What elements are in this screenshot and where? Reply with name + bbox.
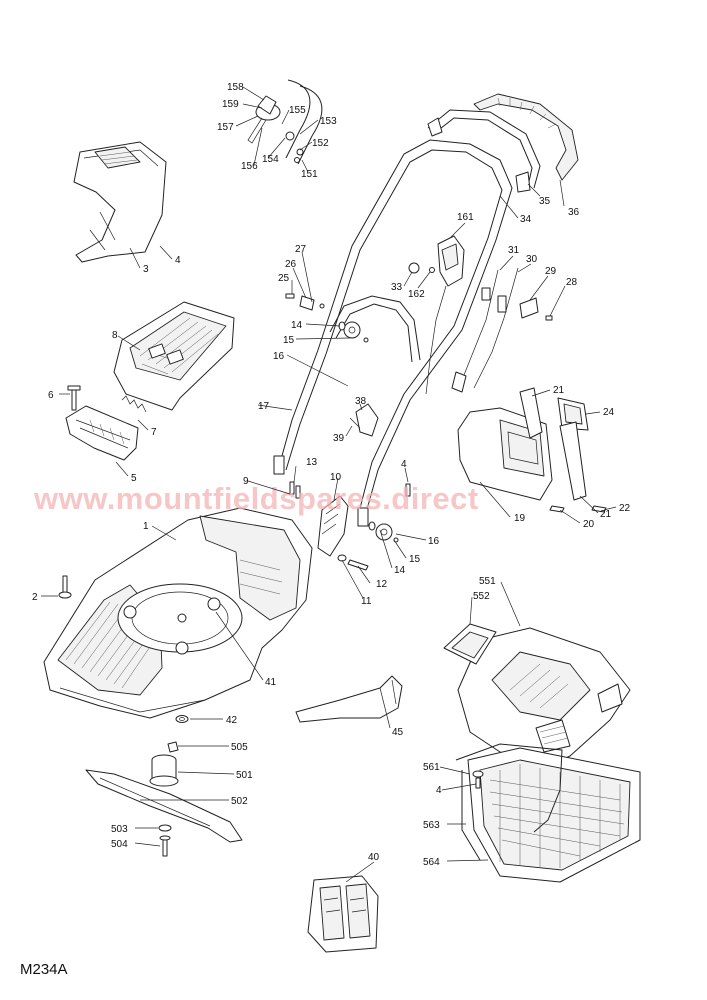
part-label-4-c: 4 (436, 785, 442, 796)
part-label-36: 36 (568, 207, 580, 218)
part-label-152: 152 (312, 138, 329, 149)
part-label-4-b: 4 (401, 459, 407, 470)
part-label-40: 40 (368, 852, 380, 863)
grass-box-drawing (455, 743, 641, 883)
engine-bracket-drawing (405, 387, 607, 513)
rear-flap-housing-drawing (73, 141, 167, 263)
throttle-control-drawing (408, 235, 553, 395)
part-label-38: 38 (355, 396, 367, 407)
part-label-501: 501 (236, 770, 253, 781)
handle-fixings-drawing (285, 293, 399, 571)
rear-bracket-drawing (65, 385, 147, 461)
part-label-502: 502 (231, 796, 248, 807)
part-label-29: 29 (545, 266, 557, 277)
height-bracket-drawing (317, 495, 349, 557)
part-label-154: 154 (262, 154, 279, 165)
watermark-text: www.mountfieldspares.direct (33, 481, 479, 516)
part-label-16-b: 16 (428, 536, 440, 547)
part-label-13: 13 (306, 457, 318, 468)
lever-assembly-drawing (247, 79, 323, 165)
part-label-552: 552 (473, 591, 490, 602)
part-label-4-a: 4 (175, 255, 181, 266)
part-label-564: 564 (423, 857, 440, 868)
deck-screw-drawing (58, 575, 72, 599)
part-label-26: 26 (285, 259, 297, 270)
handle-clip-45-drawing (295, 675, 403, 723)
part-label-14-b: 14 (394, 565, 406, 576)
main-handle-drawing (273, 139, 513, 527)
part-label-505: 505 (231, 742, 248, 753)
part-label-19: 19 (514, 513, 526, 524)
blade-assembly-drawing (85, 741, 243, 857)
part-label-33: 33 (391, 282, 403, 293)
part-label-41: 41 (265, 677, 277, 688)
part-label-3: 3 (143, 264, 149, 275)
part-label-24: 24 (603, 407, 615, 418)
part-label-158: 158 (227, 82, 244, 93)
part-label-21-a: 21 (553, 385, 565, 396)
part-label-14-a: 14 (291, 320, 303, 331)
part-label-159: 159 (222, 99, 239, 110)
part-label-21-b: 21 (600, 509, 612, 520)
part-label-42: 42 (226, 715, 238, 726)
part-label-22: 22 (619, 503, 631, 514)
part-label-11: 11 (361, 596, 372, 607)
part-label-34: 34 (520, 214, 532, 225)
part-label-162: 162 (408, 289, 425, 300)
part-label-504: 504 (111, 839, 128, 850)
part-label-17: 17 (258, 401, 270, 412)
part-label-25: 25 (278, 273, 290, 284)
part-label-8: 8 (112, 330, 118, 341)
part-label-27: 27 (295, 244, 307, 255)
diagram-code: M234A (20, 961, 68, 978)
part-label-2: 2 (32, 592, 38, 603)
part-label-45: 45 (392, 727, 404, 738)
part-label-5: 5 (131, 473, 137, 484)
part-label-9: 9 (243, 476, 249, 487)
cable-clip-drawing (349, 403, 379, 437)
part-label-30: 30 (526, 254, 538, 265)
part-label-156: 156 (241, 161, 258, 172)
part-number-labels: 158 159 157 155 153 154 152 156 151 3 4 … (32, 82, 631, 868)
part-label-551: 551 (479, 576, 496, 587)
part-label-561: 561 (423, 762, 440, 773)
part-label-35: 35 (539, 196, 551, 207)
part-label-157: 157 (217, 122, 234, 133)
part-label-16-a: 16 (273, 351, 285, 362)
part-label-20: 20 (583, 519, 595, 530)
grille-cover-drawing (113, 301, 235, 411)
part-label-563: 563 (423, 820, 440, 831)
part-label-7: 7 (151, 427, 157, 438)
part-label-155: 155 (289, 105, 306, 116)
main-deck-drawing (43, 507, 313, 719)
leader-lines (41, 86, 617, 883)
part-label-161: 161 (457, 212, 474, 223)
part-label-28: 28 (566, 277, 578, 288)
part-label-6: 6 (48, 390, 54, 401)
part-label-39: 39 (333, 433, 345, 444)
top-handle-bar-drawing (427, 93, 579, 193)
part-label-31: 31 (508, 245, 520, 256)
part-label-151: 151 (301, 169, 318, 180)
part-label-503: 503 (111, 824, 128, 835)
part-label-15-a: 15 (283, 335, 295, 346)
part-label-10: 10 (330, 472, 342, 483)
grass-box-lid-drawing (443, 623, 631, 771)
washer-42-drawing (175, 715, 189, 723)
part-label-1: 1 (143, 521, 149, 532)
label-pack-40-drawing (307, 875, 379, 953)
part-label-15-b: 15 (409, 554, 421, 565)
part-label-12: 12 (376, 579, 388, 590)
part-label-153: 153 (320, 116, 337, 127)
